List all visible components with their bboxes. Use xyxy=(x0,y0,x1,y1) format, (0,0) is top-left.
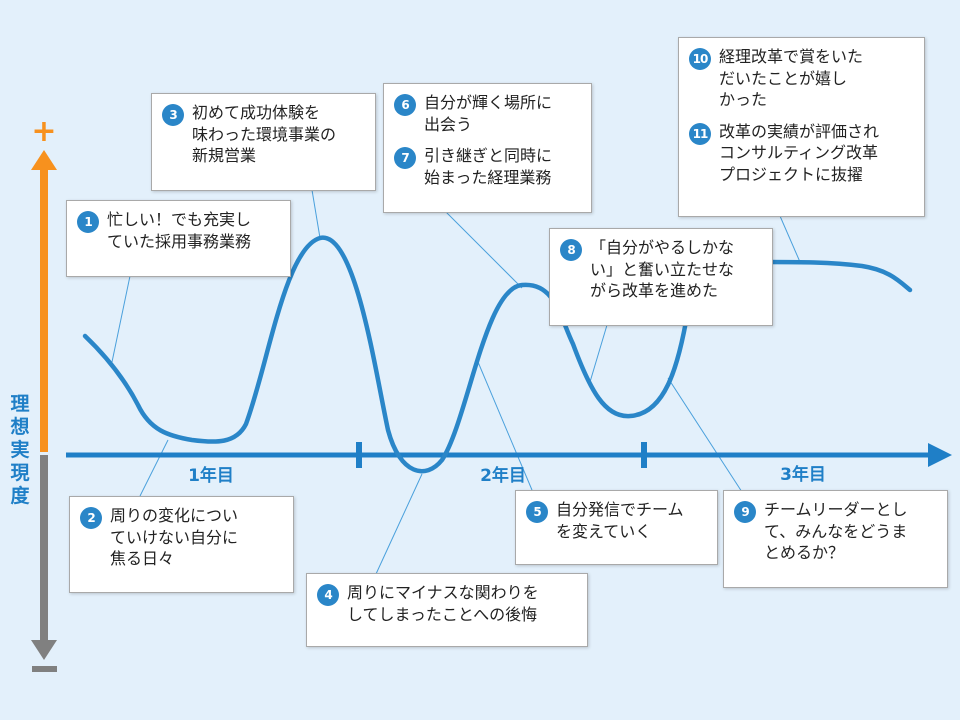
leader-line-4 xyxy=(375,473,423,575)
number-badge-7: 7 xyxy=(394,147,416,170)
note-entry-1: 1 忙しい！でも充実し ていた採用事務業務 xyxy=(77,209,280,252)
vertical-arrow-down xyxy=(31,640,57,660)
leader-line-67 xyxy=(445,211,523,289)
number-badge-9: 9 xyxy=(734,501,756,523)
note-10-11: 10 経理改革で賞をいた だいたことが嬉し かった 11 改革の実績が評価され … xyxy=(678,37,925,217)
note-text-5: 自分発信でチーム を変えていく xyxy=(556,500,684,541)
svg-text:想: 想 xyxy=(10,415,29,438)
vertical-axis-label: 理 想 実 現 度 xyxy=(10,393,30,507)
note-6-7: 6 自分が輝く場所に 出会う 7 引き継ぎと同時に 始まった経理業務 xyxy=(383,83,592,213)
leader-lines xyxy=(111,189,801,575)
vertical-axis-negative xyxy=(40,455,48,645)
leader-line-3 xyxy=(311,189,321,239)
note-entry-11: 11 改革の実績が評価され コンサルティング改革 プロジェクトに抜擢 xyxy=(689,121,914,186)
leader-line-2 xyxy=(139,439,169,497)
svg-text:現: 現 xyxy=(10,462,29,484)
year-divider-1 xyxy=(356,442,362,468)
vertical-axis-positive xyxy=(40,168,48,452)
leader-line-1011 xyxy=(779,215,801,263)
note-text-1: 忙しい！でも充実し ていた採用事務業務 xyxy=(107,210,252,251)
number-badge-4: 4 xyxy=(317,584,339,606)
year-label-1: 1年目 xyxy=(188,465,234,486)
note-entry-6: 6 自分が輝く場所に 出会う xyxy=(394,92,581,135)
number-badge-11: 11 xyxy=(689,122,711,145)
note-text-8: 「自分がやるしかな い」と奮い立たせな がら改革を進めた xyxy=(590,238,735,301)
number-badge-5: 5 xyxy=(526,501,548,523)
note-entry-8: 8 「自分がやるしかな い」と奮い立たせな がら改革を進めた xyxy=(560,237,762,302)
year-label-2: 2年目 xyxy=(480,465,526,486)
number-badge-3: 3 xyxy=(162,104,184,126)
year-divider-2 xyxy=(641,442,647,468)
note-entry-3: 3 初めて成功体験を 味わった環境事業の 新規営業 xyxy=(162,102,365,167)
leader-line-5 xyxy=(477,361,533,491)
note-entry-10: 10 経理改革で賞をいた だいたことが嬉し かった xyxy=(689,46,914,111)
timeline-arrow-head xyxy=(928,443,952,467)
svg-text:理: 理 xyxy=(10,393,29,415)
note-text-6: 自分が輝く場所に 出会う xyxy=(424,93,553,134)
note-text-11: 改革の実績が評価され コンサルティング改革 プロジェクトに抜擢 xyxy=(719,121,880,184)
note-entry-4: 4 周りにマイナスな関わりを してしまったことへの後悔 xyxy=(317,582,577,625)
number-badge-10: 10 xyxy=(689,48,711,70)
number-badge-1: 1 xyxy=(77,211,99,233)
leader-line-8 xyxy=(589,324,608,383)
note-entry-7: 7 引き継ぎと同時に 始まった経理業務 xyxy=(394,145,581,188)
note-8: 8 「自分がやるしかな い」と奮い立たせな がら改革を進めた xyxy=(549,228,773,326)
leader-line-1 xyxy=(111,275,131,363)
note-text-4: 周りにマイナスな関わりを してしまったことへの後悔 xyxy=(347,583,539,624)
note-1: 1 忙しい！でも充実し ていた採用事務業務 xyxy=(66,200,291,277)
plus-sign: + xyxy=(31,114,56,149)
note-3: 3 初めて成功体験を 味わった環境事業の 新規営業 xyxy=(151,93,376,191)
number-badge-6: 6 xyxy=(394,94,416,116)
note-text-2: 周りの変化につい ていけない自分に 焦る日々 xyxy=(110,506,239,569)
note-2: 2 周りの変化につい ていけない自分に 焦る日々 xyxy=(69,496,294,593)
number-badge-8: 8 xyxy=(560,239,582,261)
note-text-3: 初めて成功体験を 味わった環境事業の 新規営業 xyxy=(192,103,337,166)
note-entry-9: 9 チームリーダーとし て、みんなをどうま とめるか？ xyxy=(734,499,937,564)
vertical-arrow-up xyxy=(31,150,57,170)
number-badge-2: 2 xyxy=(80,507,102,529)
year-label-3: 3年目 xyxy=(780,464,826,485)
note-text-9: チームリーダーとし て、みんなをどうま とめるか？ xyxy=(764,500,908,563)
note-entry-2: 2 周りの変化につい ていけない自分に 焦る日々 xyxy=(80,505,283,570)
note-9: 9 チームリーダーとし て、みんなをどうま とめるか？ xyxy=(723,490,948,588)
note-text-10: 経理改革で賞をいた だいたことが嬉し かった xyxy=(719,47,864,110)
note-entry-5: 5 自分発信でチーム を変えていく xyxy=(526,499,707,542)
note-5: 5 自分発信でチーム を変えていく xyxy=(515,490,718,565)
leader-line-9 xyxy=(667,377,743,493)
svg-text:度: 度 xyxy=(10,484,30,507)
note-4: 4 周りにマイナスな関わりを してしまったことへの後悔 xyxy=(306,573,588,647)
svg-text:実: 実 xyxy=(10,438,29,461)
note-text-7: 引き継ぎと同時に 始まった経理業務 xyxy=(424,146,553,187)
minus-sign xyxy=(32,666,57,672)
